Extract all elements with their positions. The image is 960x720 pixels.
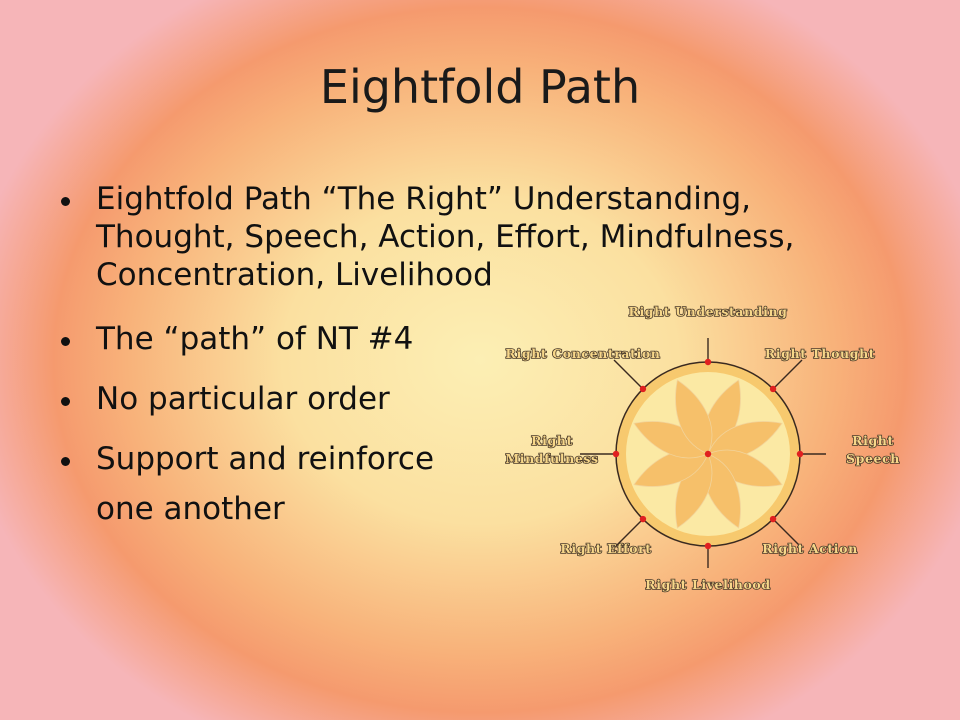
bullet-list: Eightfold Path “The Right” Understanding… [58, 180, 918, 550]
bullet-text: No particular order [96, 381, 390, 417]
bullet-continuation-text: one another [96, 491, 285, 527]
ring-dot [769, 385, 777, 393]
bullet-continuation: one another [58, 490, 918, 528]
ring-dot [796, 450, 804, 458]
label-right-speech-line1: Right [852, 433, 894, 448]
connector-line [613, 518, 644, 549]
bullet-item: Eightfold Path “The Right” Understanding… [58, 180, 896, 294]
bullet-dot-icon [61, 397, 70, 406]
connector-line [772, 359, 803, 390]
label-right-action: Right Action [762, 541, 858, 556]
ring-dot [704, 358, 712, 366]
ring-dot [639, 385, 647, 393]
bullet-dot-icon [61, 457, 70, 466]
bullet-dot-icon [61, 197, 70, 206]
label-right-mindfulness-line1: Right [531, 433, 573, 448]
connector-line [772, 518, 803, 549]
flower-petal [675, 379, 713, 455]
ring-dot [639, 515, 647, 523]
label-right-livelihood: Right Livelihood [645, 577, 770, 592]
slide-title: Eightfold Path [319, 60, 641, 114]
bullet-text: Eightfold Path “The Right” Understanding… [96, 181, 795, 293]
label-right-understanding: Right Understanding [628, 304, 787, 319]
label-right-concentration: Right Concentration [506, 346, 661, 361]
connector-line [613, 359, 644, 390]
label-right-thought: Right Thought [765, 346, 875, 361]
bullet-text: Support and reinforce [96, 441, 435, 477]
bullet-dot-icon [61, 337, 70, 346]
center-dot [704, 450, 712, 458]
bullet-item: The “path” of NT #4 [58, 320, 918, 358]
eightfold-wheel-diagram: Right Understanding Right Thought Right … [505, 303, 901, 593]
ring-dot [704, 542, 712, 550]
label-right-mindfulness-line2: Mindfulness [505, 451, 598, 466]
bullet-item: No particular order [58, 380, 918, 418]
ring-dot [612, 450, 620, 458]
ring-dot [769, 515, 777, 523]
bullet-item: Support and reinforce [58, 440, 918, 478]
label-right-effort: Right Effort [560, 541, 651, 556]
bullet-text: The “path” of NT #4 [96, 321, 414, 357]
label-right-speech-line2: Speech [846, 451, 900, 466]
wheel-graphic [580, 338, 826, 568]
